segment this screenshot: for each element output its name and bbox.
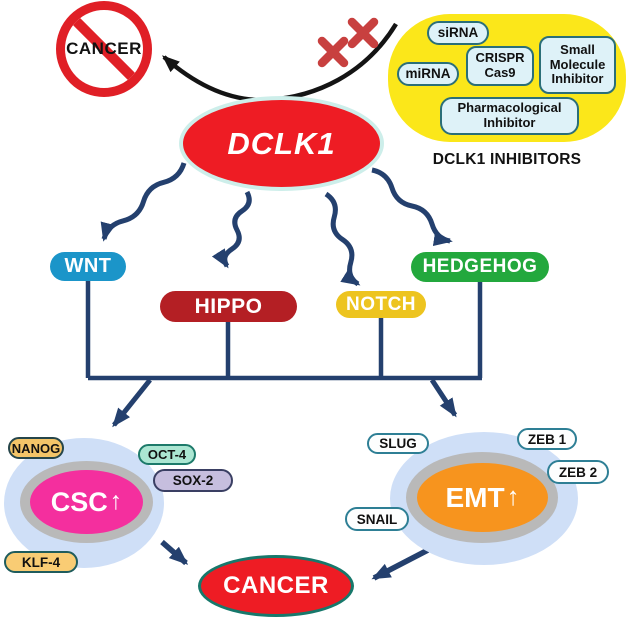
blocked-cancer-label: CANCER xyxy=(66,39,142,58)
pathway-notch: NOTCH xyxy=(336,291,426,318)
inhibitors-panel-title: DCLK1 INHIBITORS xyxy=(432,151,582,168)
marker-klf4: KLF-4 xyxy=(4,551,78,573)
pathway-wnt: WNT xyxy=(50,252,126,281)
blocked-cancer-arrow xyxy=(162,22,398,103)
marker-sox2: SOX-2 xyxy=(153,469,233,492)
dclk1-label: DCLK1 xyxy=(227,125,336,161)
cancer-node: CANCER xyxy=(198,555,354,617)
up-arrow-icon: ↑ xyxy=(506,483,520,511)
marker-slug: SLUG xyxy=(367,433,429,454)
inhibitor-crispr-cas9: CRISPR Cas9 xyxy=(466,46,534,86)
wavy-arrow-to-hippo xyxy=(211,190,252,269)
wavy-arrow-to-notch xyxy=(324,191,361,287)
emt-node: EMT ↑ xyxy=(417,463,548,532)
marker-nanog: NANOG xyxy=(8,437,64,459)
cancer-label: CANCER xyxy=(223,572,329,599)
inhibitor-small-molecule: Small Molecule Inhibitor xyxy=(539,36,616,94)
csc-label: CSC xyxy=(50,486,108,517)
inhibitor-mirna: miRNA xyxy=(397,62,459,86)
marker-oct4: OCT-4 xyxy=(138,444,196,465)
marker-zeb2: ZEB 2 xyxy=(547,460,609,484)
pathway-convergence-lines xyxy=(85,281,483,381)
wavy-arrow-to-wnt xyxy=(100,162,187,242)
emt-label: EMT xyxy=(445,481,505,513)
wavy-arrow-to-hedgehog xyxy=(371,167,453,246)
inhibitor-pharmacological: Pharmacological Inhibitor xyxy=(440,97,579,135)
no-cancer-sign: CANCER xyxy=(56,1,152,97)
prohibition-circle-icon xyxy=(56,1,152,97)
emt-to-cancer-arrow xyxy=(371,547,430,581)
inhibitor-sirna: siRNA xyxy=(427,21,489,45)
block-x-icon xyxy=(347,17,379,49)
block-x-icon xyxy=(317,36,349,68)
pathway-hippo: HIPPO xyxy=(160,291,297,322)
arrow-to-emt xyxy=(429,378,458,418)
dclk1-node: DCLK1 xyxy=(183,100,380,187)
csc-node: CSC ↑ xyxy=(30,470,143,534)
csc-to-cancer-arrow xyxy=(160,539,189,566)
marker-zeb1: ZEB 1 xyxy=(517,428,577,450)
marker-snail: SNAIL xyxy=(345,507,409,531)
up-arrow-icon: ↑ xyxy=(109,488,123,515)
arrow-to-csc xyxy=(112,378,152,428)
pathway-hedgehog: HEDGEHOG xyxy=(411,252,549,282)
